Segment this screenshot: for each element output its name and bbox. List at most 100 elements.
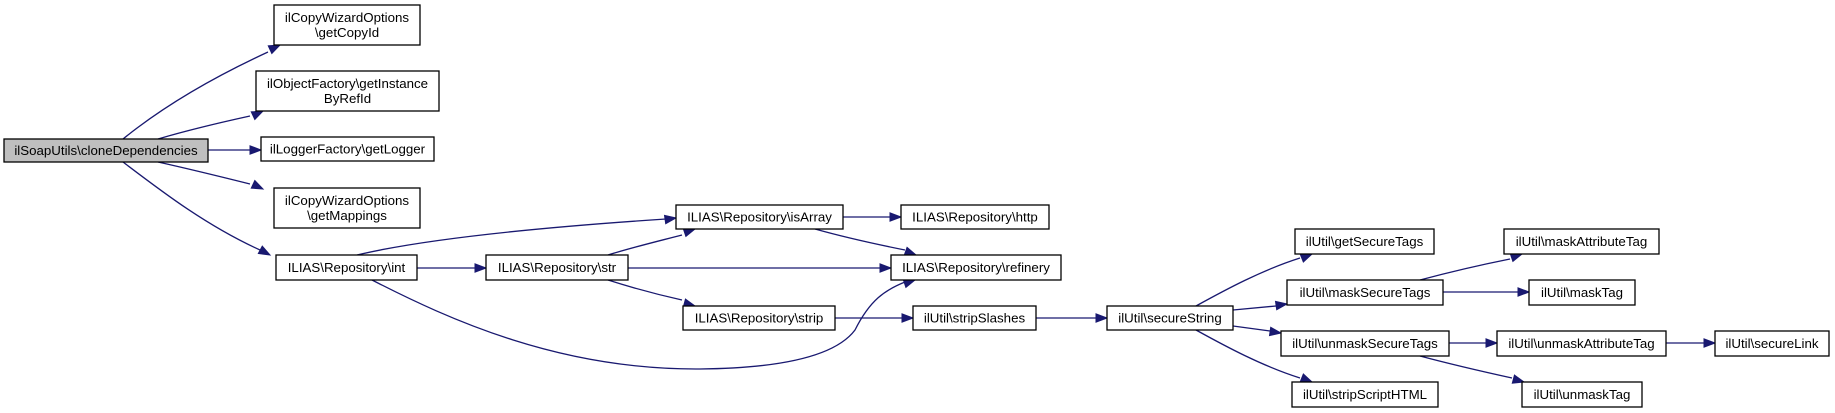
arrowhead-icon (474, 263, 488, 273)
node-unmaskTag[interactable]: ilUtil\unmaskTag (1521, 381, 1643, 408)
node-label: \getMappings (307, 208, 387, 223)
node-box[interactable] (912, 305, 1037, 331)
node-box[interactable] (1496, 330, 1667, 357)
edge-line (1195, 257, 1301, 307)
arrowhead-icon (249, 145, 263, 155)
edge-int-to-isArray (356, 214, 678, 256)
node-label: ilUtil\unmaskSecureTags (1292, 336, 1438, 351)
node-box[interactable] (682, 305, 836, 331)
edge-line (122, 161, 261, 251)
node-unmaskSecureTags[interactable]: ilUtil\unmaskSecureTags (1280, 330, 1450, 357)
node-box[interactable] (260, 136, 435, 162)
arrowhead-icon (903, 246, 918, 256)
node-box[interactable] (1521, 381, 1643, 408)
node-box[interactable] (273, 4, 421, 46)
node-int[interactable]: ILIAS\Repository\int (275, 254, 418, 281)
node-http[interactable]: ILIAS\Repository\http (900, 204, 1050, 230)
node-secureLink[interactable]: ilUtil\secureLink (1714, 330, 1830, 357)
arrowhead-icon (1485, 338, 1499, 348)
edge-unmaskAttributeTag-to-secureLink (1666, 338, 1717, 348)
node-box[interactable] (273, 187, 421, 229)
edge-line (157, 161, 251, 185)
node-label: ilUtil\stripSlashes (924, 311, 1026, 326)
node-box[interactable] (1714, 330, 1830, 357)
node-box[interactable] (1280, 330, 1450, 357)
node-label: ilUtil\stripScriptHTML (1303, 387, 1427, 402)
node-box[interactable] (1286, 279, 1444, 306)
arrowhead-icon (1703, 338, 1717, 348)
edge-line (157, 115, 251, 140)
edge-maskSecureTags-to-maskAttributeTag (1419, 252, 1524, 281)
edges-layer (122, 44, 1717, 384)
node-label: ilUtil\secureString (1118, 311, 1221, 326)
node-box[interactable] (485, 254, 629, 281)
arrowhead-icon (1274, 300, 1289, 311)
node-box[interactable] (3, 138, 209, 163)
node-isArray[interactable]: ILIAS\Repository\isArray (675, 204, 844, 230)
edge-strip-to-stripSlashes (835, 313, 915, 323)
node-label: ilUtil\unmaskAttributeTag (1508, 336, 1654, 351)
edge-int-to-refinery (371, 278, 917, 370)
edge-stripSlashes-to-secureString (1036, 313, 1109, 323)
node-box[interactable] (275, 254, 418, 281)
arrowhead-icon (1517, 287, 1531, 297)
node-label: ilCopyWizardOptions (285, 10, 409, 25)
node-stripScriptHTML[interactable]: ilUtil\stripScriptHTML (1291, 381, 1439, 408)
node-str[interactable]: ILIAS\Repository\str (485, 254, 629, 281)
arrowhead-icon (1095, 313, 1109, 323)
node-getSecureTags[interactable]: ilUtil\getSecureTags (1294, 228, 1435, 255)
node-cloneDependencies[interactable]: ilSoapUtils\cloneDependencies (3, 138, 209, 163)
arrowhead-icon (1299, 253, 1314, 263)
edge-line (1232, 325, 1271, 332)
node-label: ilUtil\maskTag (1541, 285, 1623, 300)
node-label: ilSoapUtils\cloneDependencies (14, 143, 198, 158)
edge-line (814, 228, 906, 251)
edge-cloneDependencies-to-getInstanceByRefId (157, 110, 265, 140)
node-stripSlashes[interactable]: ilUtil\stripSlashes (912, 305, 1037, 331)
node-refinery[interactable]: ILIAS\Repository\refinery (890, 254, 1062, 281)
node-label: ilUtil\unmaskTag (1534, 387, 1631, 402)
arrowhead-icon (889, 212, 903, 222)
node-box[interactable] (1291, 381, 1439, 408)
node-box[interactable] (255, 70, 440, 112)
arrowhead-icon (1299, 373, 1314, 383)
nodes-layer: ilSoapUtils\cloneDependencies ilCopyWizar… (3, 4, 1830, 408)
edge-str-to-strip (607, 279, 697, 308)
arrowhead-icon (663, 214, 678, 225)
node-label: ILIAS\Repository\http (912, 210, 1038, 225)
node-label: ilUtil\maskSecureTags (1300, 285, 1431, 300)
node-box[interactable] (1106, 305, 1234, 331)
edge-line (607, 234, 683, 256)
node-box[interactable] (675, 204, 844, 230)
edge-secureString-to-unmaskSecureTags (1232, 325, 1283, 337)
edge-line (1232, 305, 1277, 311)
node-label: ILIAS\Repository\isArray (687, 210, 832, 225)
node-box[interactable] (900, 204, 1050, 230)
node-box[interactable] (1503, 228, 1660, 255)
node-label: ilUtil\secureLink (1725, 336, 1818, 351)
arrowhead-icon (901, 313, 915, 323)
node-strip[interactable]: ILIAS\Repository\strip (682, 305, 836, 331)
edge-line (371, 279, 906, 370)
edge-line (1419, 355, 1513, 379)
node-maskTag[interactable]: ilUtil\maskTag (1528, 279, 1636, 306)
node-getLogger[interactable]: ilLoggerFactory\getLogger (260, 136, 435, 162)
node-box[interactable] (890, 254, 1062, 281)
node-getMappings[interactable]: ilCopyWizardOptions\getMappings (273, 187, 421, 229)
node-maskSecureTags[interactable]: ilUtil\maskSecureTags (1286, 279, 1444, 306)
arrowhead-icon (682, 227, 697, 238)
node-getCopyId[interactable]: ilCopyWizardOptions\getCopyId (273, 4, 421, 46)
node-label: ILIAS\Repository\str (498, 260, 617, 275)
node-maskAttributeTag[interactable]: ilUtil\maskAttributeTag (1503, 228, 1660, 255)
edge-line (1195, 329, 1301, 379)
node-box[interactable] (1528, 279, 1636, 306)
node-unmaskAttributeTag[interactable]: ilUtil\unmaskAttributeTag (1496, 330, 1667, 357)
arrowhead-icon (879, 263, 893, 273)
node-box[interactable] (1294, 228, 1435, 255)
node-secureString[interactable]: ilUtil\secureString (1106, 305, 1234, 331)
edge-unmaskSecureTags-to-unmaskTag (1419, 355, 1526, 384)
arrowhead-icon (1511, 374, 1526, 384)
edge-unmaskSecureTags-to-unmaskAttributeTag (1449, 338, 1499, 348)
node-label: ByRefId (324, 91, 371, 106)
